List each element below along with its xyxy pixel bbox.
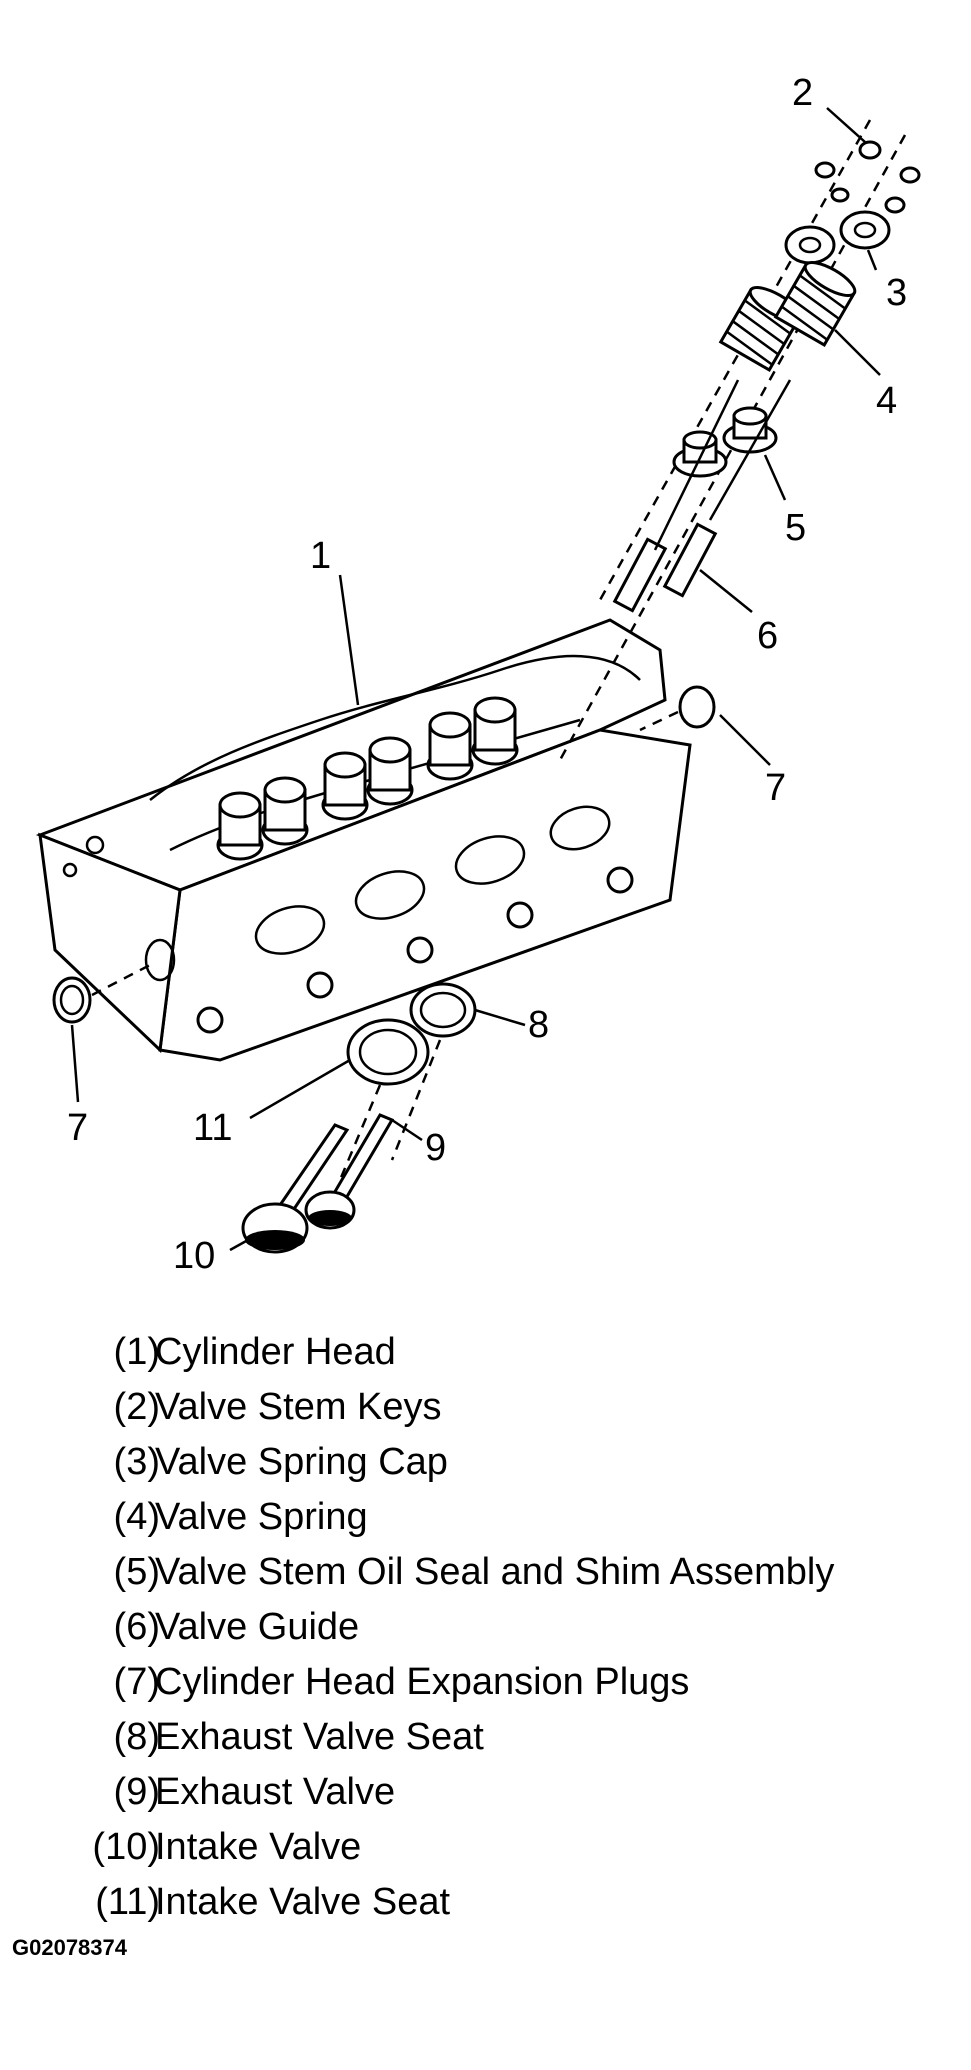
legend-row: (10) Intake Valve <box>40 1820 960 1875</box>
callout-6: 6 <box>757 615 778 657</box>
expansion-plug-right <box>639 685 716 732</box>
callout-8: 8 <box>528 1004 549 1046</box>
callout-1: 1 <box>310 535 331 577</box>
valve-spring-caps <box>784 210 891 265</box>
legend-row: (3) Valve Spring Cap <box>40 1435 960 1490</box>
legend-label: Cylinder Head <box>155 1331 396 1373</box>
legend-row: (2) Valve Stem Keys <box>40 1380 960 1435</box>
valve-stem-keys <box>814 140 921 214</box>
intake-valve-seat <box>346 1018 430 1086</box>
callout-11: 11 <box>193 1107 232 1149</box>
legend-row: (11) Intake Valve Seat <box>40 1875 960 1930</box>
legend-label: Cylinder Head Expansion Plugs <box>155 1661 690 1703</box>
exploded-parts-diagram: 2 3 4 5 1 6 7 8 7 11 9 10 <box>35 72 921 1277</box>
legend-row: (4) Valve Spring <box>40 1490 960 1545</box>
legend-row: (9) Exhaust Valve <box>40 1765 960 1820</box>
legend-label: Intake Valve Seat <box>155 1881 451 1923</box>
exhaust-valve <box>304 1113 395 1230</box>
callout-7-right: 7 <box>765 767 786 809</box>
exhaust-valve-seat <box>409 982 477 1038</box>
legend-number: (6) <box>113 1606 160 1648</box>
legend-label: Valve Spring <box>155 1496 368 1538</box>
legend-number: (1) <box>113 1331 160 1373</box>
legend-number: (8) <box>113 1716 160 1758</box>
legend-label: Intake Valve <box>155 1826 362 1868</box>
expansion-plug-left <box>52 963 151 1024</box>
callout-3: 3 <box>886 272 907 314</box>
intake-valve <box>241 1123 350 1254</box>
legend-number: (4) <box>113 1496 160 1538</box>
legend-label: Valve Stem Keys <box>155 1386 442 1428</box>
installed-springs <box>216 696 519 861</box>
legend-row: (5) Valve Stem Oil Seal and Shim Assembl… <box>40 1545 960 1600</box>
legend-number: (9) <box>113 1771 160 1813</box>
legend-row: (8) Exhaust Valve Seat <box>40 1710 960 1765</box>
legend-label: Exhaust Valve Seat <box>155 1716 484 1758</box>
legend-label: Valve Stem Oil Seal and Shim Assembly <box>155 1551 835 1593</box>
callout-10: 10 <box>173 1235 215 1277</box>
legend-label: Exhaust Valve <box>155 1771 396 1813</box>
legend-number: (10) <box>92 1826 160 1868</box>
callout-7-left: 7 <box>67 1107 88 1149</box>
legend-number: (7) <box>113 1661 160 1703</box>
legend-row: (1) Cylinder Head <box>40 1325 960 1380</box>
legend-label: Valve Guide <box>155 1606 360 1648</box>
callout-5: 5 <box>785 507 806 549</box>
legend-label: Valve Spring Cap <box>155 1441 448 1483</box>
legend-number: (2) <box>113 1386 160 1428</box>
legend-number: (5) <box>113 1551 160 1593</box>
callout-9: 9 <box>425 1127 446 1169</box>
callout-2: 2 <box>792 72 813 114</box>
legend-number: (3) <box>113 1441 160 1483</box>
legend-row: (7) Cylinder Head Expansion Plugs <box>40 1655 960 1710</box>
valve-springs <box>718 261 857 373</box>
valve-guides <box>612 379 792 613</box>
oil-seal-and-shim <box>672 406 778 478</box>
legend-number: (11) <box>95 1881 160 1923</box>
cylinder-head <box>35 618 692 1062</box>
figure-id: G02078374 <box>12 1935 127 1960</box>
callout-4: 4 <box>876 380 897 422</box>
legend-row: (6) Valve Guide <box>40 1600 960 1655</box>
parts-legend: (1) Cylinder Head (2) Valve Stem Keys (3… <box>40 1325 960 1930</box>
